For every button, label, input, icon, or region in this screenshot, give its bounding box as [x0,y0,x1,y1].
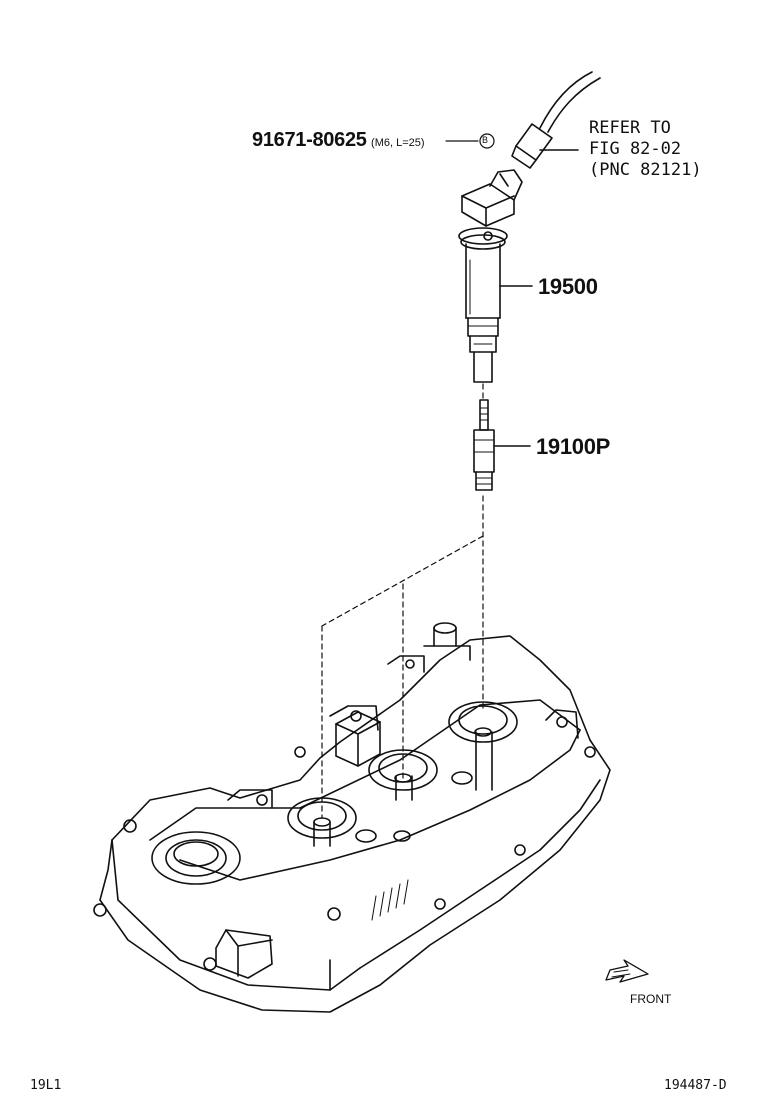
assembly-lines [321,495,484,819]
footer-right-code: 194487-D [664,1078,727,1093]
ignition-coil-part-number: 19500 [538,274,598,299]
cylinder-head-cover [93,622,611,1013]
footer-left-code: 19L1 [30,1078,62,1093]
spark-plug-part-number: 19100P [536,434,611,459]
wiring-harness [511,71,601,169]
spark-plug [473,399,495,491]
bolt-spec: (M6, L=25) [371,137,425,149]
bolt-part-number: 91671-80625 [252,129,367,151]
refer-line-1: REFER TO [589,118,671,138]
refer-callout: REFER TO FIG 82-02 (PNC 82121) [589,118,702,181]
front-label: FRONT [630,992,672,1006]
ignition-coil [458,169,523,383]
bolt-marker-letter: B [482,135,489,145]
refer-line-2: FIG 82-02 [589,139,682,159]
bolt-marker [445,133,495,149]
front-arrow [605,959,649,983]
bolt-callout: 91671-80625 (M6, L=25) [252,129,425,152]
refer-line-3: (PNC 82121) [589,160,702,180]
